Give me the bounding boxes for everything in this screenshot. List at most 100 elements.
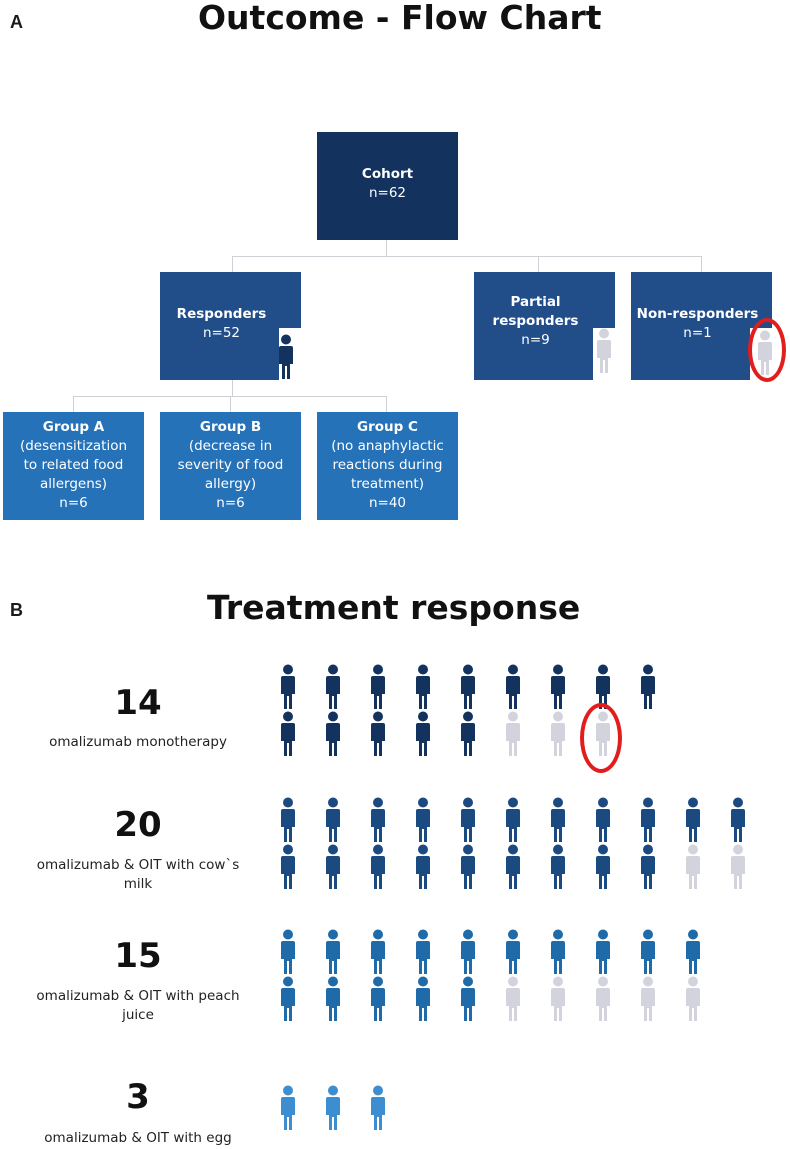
highlight-ring xyxy=(580,703,622,773)
person-icon xyxy=(461,844,475,889)
partial-n: n=9 xyxy=(521,332,550,348)
non-responders-n: n=1 xyxy=(683,325,712,341)
row-label: omalizumab & OIT with cow`s milk xyxy=(10,856,266,894)
group-a-desc: allergens) xyxy=(39,476,108,492)
person-icon xyxy=(686,929,700,974)
person-icon xyxy=(506,929,520,974)
row-label: omalizumab & OIT with egg xyxy=(10,1129,266,1148)
person-icon xyxy=(281,929,295,974)
person-icon xyxy=(326,976,340,1021)
group-a-desc: (desensitization xyxy=(19,438,128,454)
person-icon xyxy=(597,328,611,373)
cohort-label: Cohort xyxy=(361,166,414,182)
person-icon xyxy=(326,929,340,974)
person-icon xyxy=(641,976,655,1021)
group-c-box: Group C (no anaphylactic reactions durin… xyxy=(317,412,458,520)
group-b-n: n=6 xyxy=(216,495,245,511)
row-count: 20 xyxy=(114,805,162,845)
person-icon xyxy=(281,1085,295,1130)
highlight-ring xyxy=(748,318,786,382)
person-icon xyxy=(596,929,610,974)
person-icon xyxy=(596,797,610,842)
group-c-label: Group C xyxy=(357,419,418,435)
row-label-line: omalizumab monotherapy xyxy=(49,734,227,750)
connector xyxy=(232,256,233,272)
person-icon xyxy=(326,797,340,842)
responders-label: Responders xyxy=(176,306,267,322)
group-b-label: Group B xyxy=(199,419,262,435)
person-icon xyxy=(371,844,385,889)
panel-a-title: Outcome - Flow Chart xyxy=(198,0,602,37)
person-icon xyxy=(416,664,430,709)
row-label: omalizumab & OIT with peach juice xyxy=(10,987,266,1025)
person-icon xyxy=(281,664,295,709)
partial-label-2: responders xyxy=(492,313,579,329)
person-icon xyxy=(371,797,385,842)
connector xyxy=(232,380,233,396)
person-icon xyxy=(686,976,700,1021)
person-icon xyxy=(686,844,700,889)
row-label: omalizumab monotherapy xyxy=(10,733,266,752)
person-icon xyxy=(506,797,520,842)
person-icon xyxy=(461,711,475,756)
person-icon xyxy=(596,664,610,709)
group-b-desc: (decrease in xyxy=(188,438,273,454)
group-b-desc: severity of food xyxy=(177,457,284,473)
person-icon xyxy=(596,976,610,1021)
person-icon xyxy=(416,711,430,756)
row-label-line: omalizumab & OIT with peach xyxy=(36,988,240,1004)
person-icon xyxy=(416,976,430,1021)
panel-b-letter: B xyxy=(10,600,23,620)
person-icon xyxy=(371,711,385,756)
row-count: 3 xyxy=(126,1077,150,1117)
person-icon xyxy=(279,334,293,379)
connector xyxy=(73,396,74,412)
group-a-n: n=6 xyxy=(59,495,88,511)
partial-label-1: Partial xyxy=(510,294,561,310)
person-icon xyxy=(596,844,610,889)
person-icon xyxy=(371,929,385,974)
person-icon xyxy=(461,976,475,1021)
person-icon xyxy=(371,664,385,709)
person-icon xyxy=(416,844,430,889)
row-label-line: juice xyxy=(122,1007,154,1023)
person-icon xyxy=(551,797,565,842)
panel-b-title: Treatment response xyxy=(207,588,581,627)
connector xyxy=(386,396,387,412)
row-label-line: milk xyxy=(123,876,153,892)
person-icon xyxy=(326,664,340,709)
connector xyxy=(701,256,702,272)
person-icon xyxy=(326,1085,340,1130)
group-c-desc: (no anaphylactic xyxy=(331,438,444,454)
person-icon xyxy=(281,976,295,1021)
person-icon xyxy=(416,797,430,842)
person-icon xyxy=(551,976,565,1021)
person-icon xyxy=(686,797,700,842)
partial-responders-box: Partial responders n=9 xyxy=(474,272,615,380)
person-icon xyxy=(281,844,295,889)
person-icon xyxy=(326,844,340,889)
person-icon xyxy=(551,929,565,974)
connector xyxy=(386,240,387,256)
panel-a-letter: A xyxy=(10,12,23,32)
group-c-desc: treatment) xyxy=(351,476,424,492)
person-icon xyxy=(371,1085,385,1130)
person-icon xyxy=(506,664,520,709)
group-a-desc: to related food xyxy=(23,457,124,473)
group-b-box: Group B (decrease in severity of food al… xyxy=(160,412,301,520)
person-icon xyxy=(326,711,340,756)
person-icon xyxy=(281,711,295,756)
connector xyxy=(230,396,231,412)
person-icon xyxy=(641,664,655,709)
person-icon xyxy=(281,797,295,842)
person-icon xyxy=(641,929,655,974)
person-icon xyxy=(641,797,655,842)
row-label-line: omalizumab & OIT with cow`s xyxy=(36,857,240,873)
person-icon xyxy=(416,929,430,974)
group-b-desc: allergy) xyxy=(204,476,257,492)
group-c-n: n=40 xyxy=(368,495,407,511)
person-icon xyxy=(551,664,565,709)
person-icon xyxy=(506,844,520,889)
person-icon xyxy=(371,976,385,1021)
person-icon xyxy=(461,797,475,842)
